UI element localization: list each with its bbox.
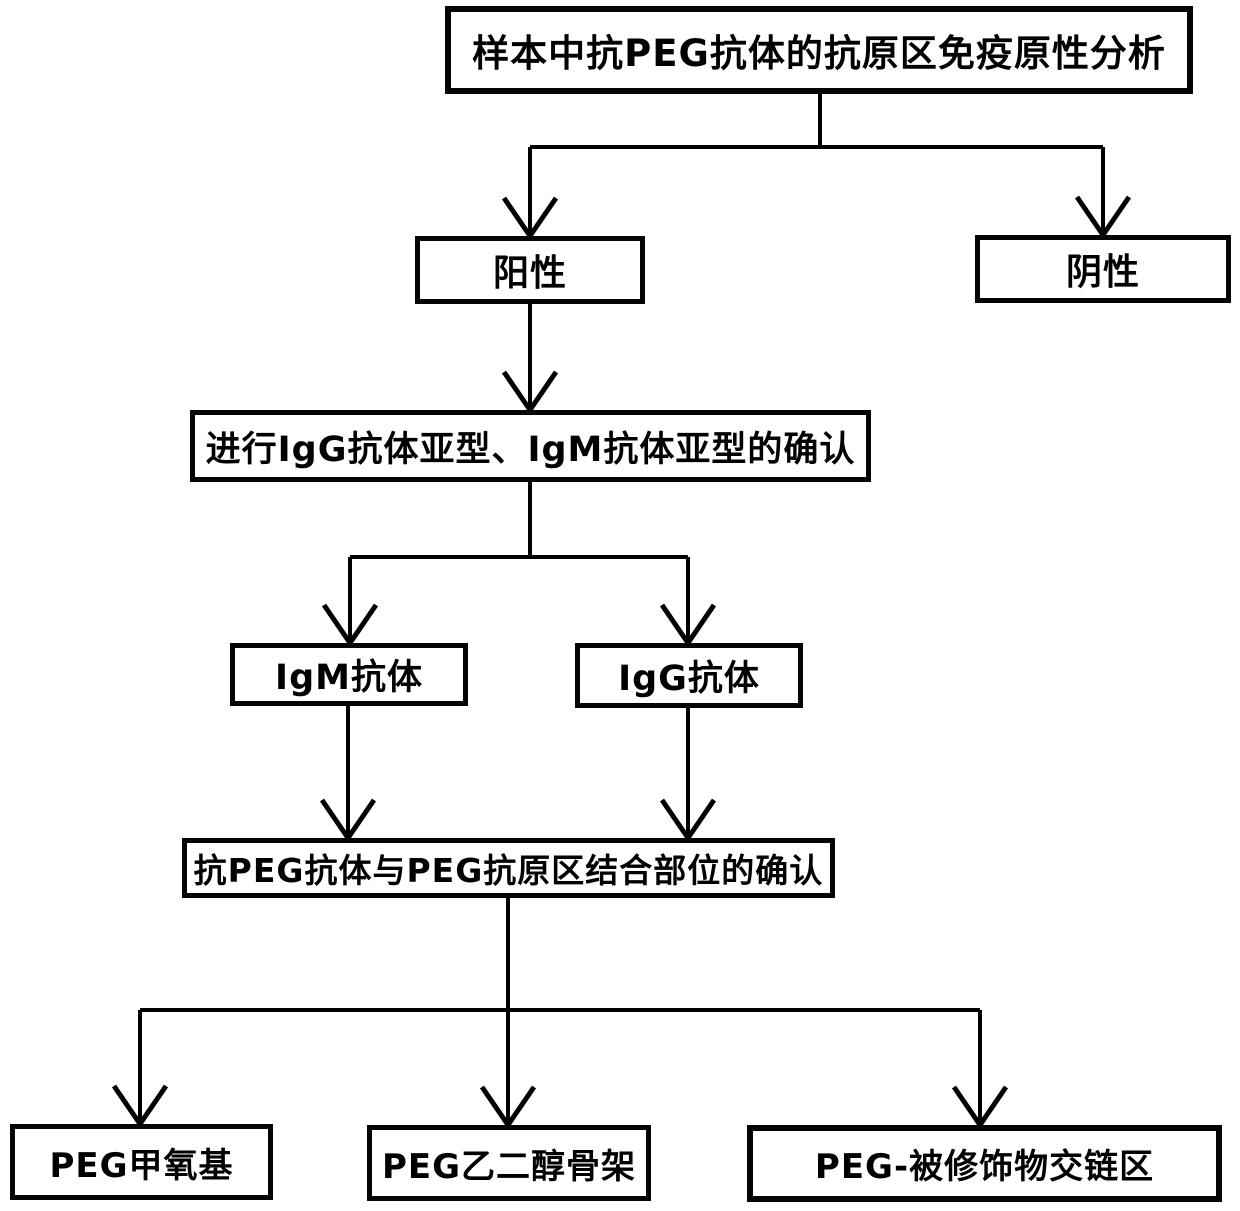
connector-subtype-stem bbox=[348, 481, 690, 643]
connector-binding-stem bbox=[138, 897, 982, 1125]
node-peg-methoxy: PEG甲氧基 bbox=[10, 1124, 273, 1200]
node-binding-label: 抗PEG抗体与PEG抗原区结合部位的确认 bbox=[193, 851, 824, 890]
node-binding-site-confirmation: 抗PEG抗体与PEG抗原区结合部位的确认 bbox=[182, 838, 835, 898]
node-root-analysis: 样本中抗PEG抗体的抗原区免疫原性分析 bbox=[445, 6, 1193, 94]
node-backbone-label: PEG乙二醇骨架 bbox=[381, 1146, 637, 1187]
node-negative: 阴性 bbox=[975, 235, 1231, 303]
node-peg-crosslink: PEG-被修饰物交链区 bbox=[747, 1125, 1222, 1202]
node-igg-antibody: IgG抗体 bbox=[575, 643, 803, 708]
node-subtype-confirmation: 进行IgG抗体亚型、IgM抗体亚型的确认 bbox=[190, 410, 871, 482]
node-negative-label: 阴性 bbox=[1065, 252, 1140, 293]
node-igm-antibody: IgM抗体 bbox=[230, 643, 468, 706]
node-methoxy-label: PEG甲氧基 bbox=[49, 1145, 234, 1186]
node-subtype-label: 进行IgG抗体亚型、IgM抗体亚型的确认 bbox=[205, 429, 856, 470]
node-igg-label: IgG抗体 bbox=[618, 659, 760, 699]
node-positive-label: 阳性 bbox=[492, 253, 567, 294]
node-positive: 阳性 bbox=[415, 236, 645, 304]
connector-root-stem bbox=[528, 90, 1105, 236]
node-root-label: 样本中抗PEG抗体的抗原区免疫原性分析 bbox=[472, 32, 1166, 75]
node-crosslink-label: PEG-被修饰物交链区 bbox=[814, 1147, 1155, 1187]
node-igm-label: IgM抗体 bbox=[275, 658, 423, 698]
node-peg-backbone: PEG乙二醇骨架 bbox=[367, 1125, 651, 1201]
